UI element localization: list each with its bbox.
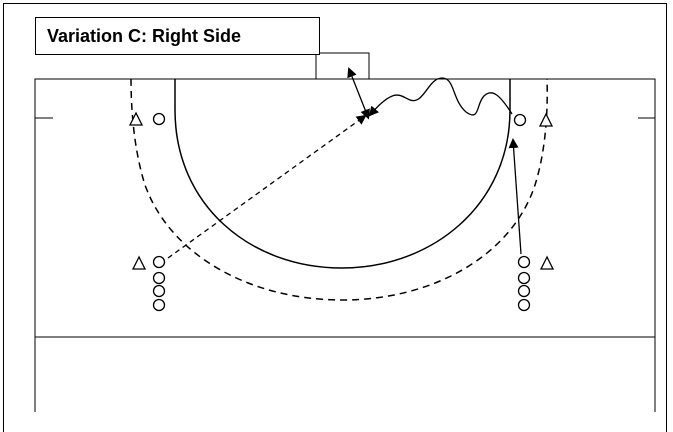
dribble-arrow [368, 77, 513, 117]
broken-circle [130, 78, 548, 301]
player-bottom-right-2 [517, 271, 531, 285]
cone-top-left [128, 111, 144, 126]
player-bottom-left-2 [152, 271, 166, 285]
cone-bottom-left [131, 255, 147, 270]
run-arrow [508, 138, 522, 255]
double-arrow [347, 67, 370, 120]
diagram-title: Variation C: Right Side [35, 17, 320, 55]
cone-top-right [538, 112, 554, 127]
pass-arrow-dashed [167, 114, 367, 259]
player-bottom-right-3 [517, 284, 531, 298]
player-bottom-left-4 [152, 298, 166, 312]
field-outline [34, 78, 656, 338]
player-bottom-right-1 [517, 255, 531, 269]
player-top-left [152, 112, 166, 126]
goal [315, 52, 370, 80]
player-bottom-left-3 [152, 284, 166, 298]
player-bottom-right-4 [517, 298, 531, 312]
player-bottom-left-1 [152, 255, 166, 269]
shooting-circle [174, 79, 511, 269]
player-top-right [513, 113, 527, 127]
cone-bottom-right [539, 255, 555, 270]
diagram-frame [3, 3, 667, 432]
